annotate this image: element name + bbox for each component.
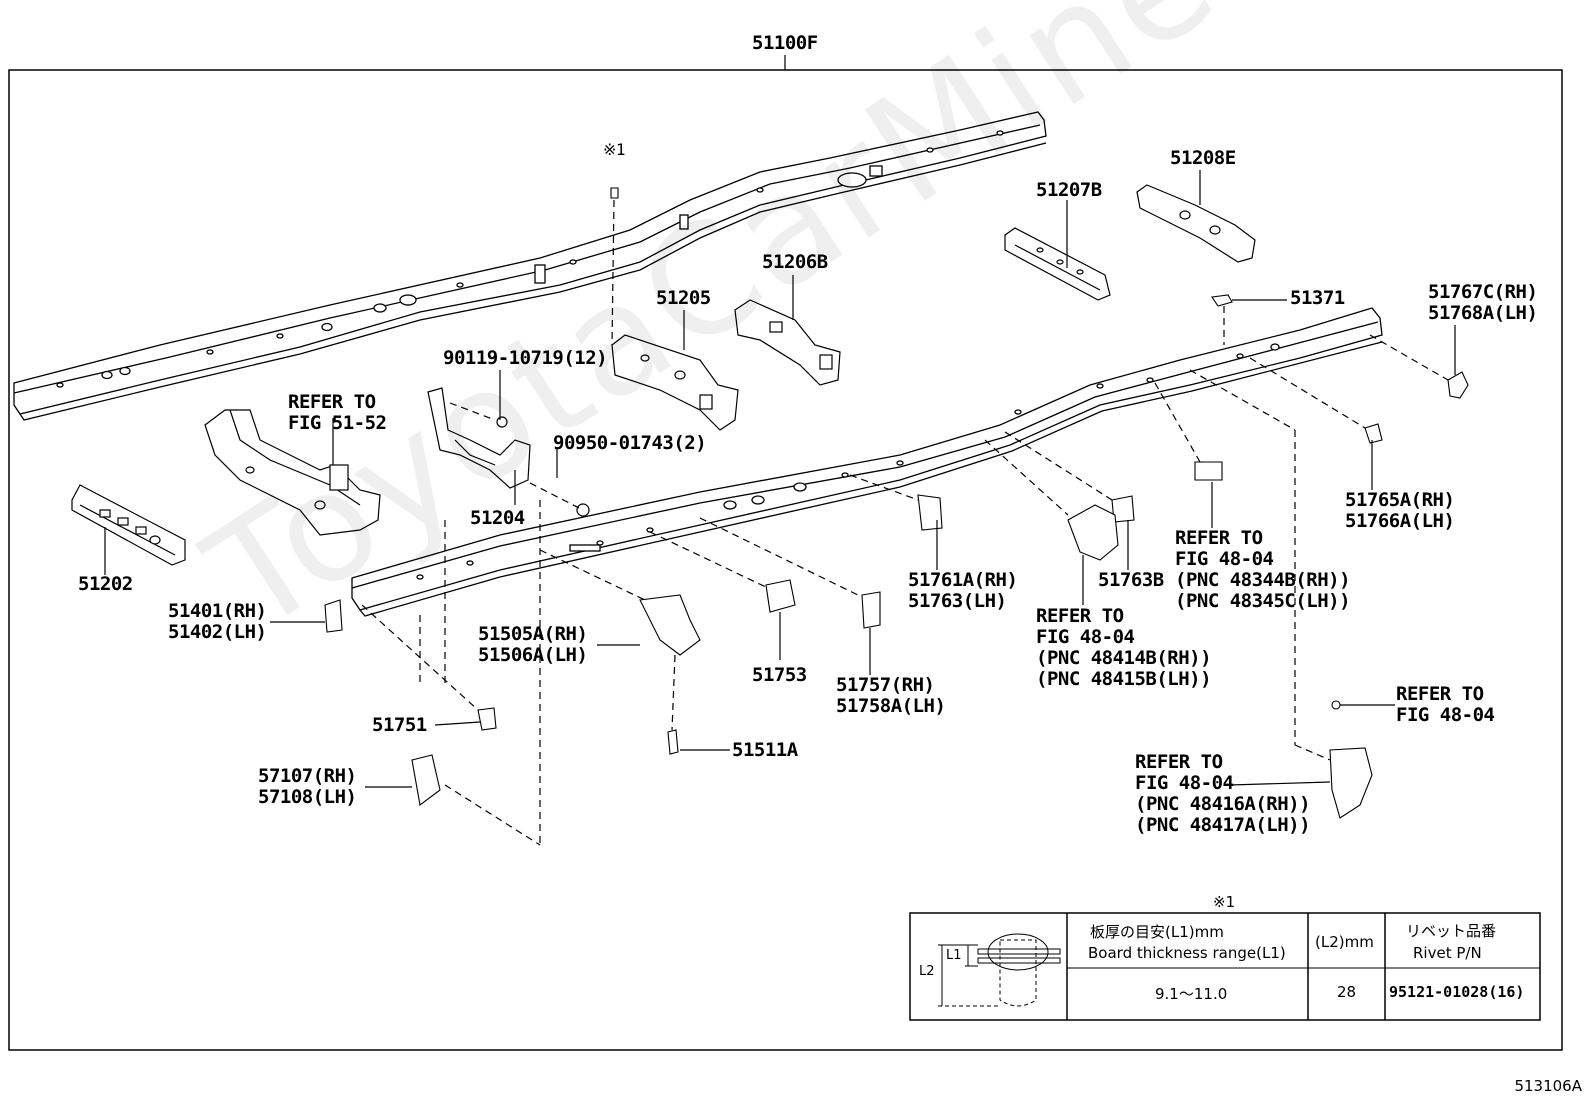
label-51371: 51371 bbox=[1290, 287, 1345, 309]
table-col1-jp: 板厚の目安(L1)mm bbox=[1090, 923, 1224, 941]
label-51753: 51753 bbox=[752, 664, 807, 686]
label-90950-01743: 90950-01743(2) bbox=[553, 432, 707, 454]
table-mark: ※1 bbox=[1213, 893, 1236, 911]
label-51204: 51204 bbox=[470, 507, 525, 529]
label-51751: 51751 bbox=[372, 714, 427, 736]
label-51207b: 51207B bbox=[1036, 179, 1102, 201]
table-rivet-pn: 95121-01028(16) bbox=[1389, 983, 1525, 1001]
crossmember-51206b bbox=[734, 299, 841, 386]
table-dim-l1: L1 bbox=[946, 948, 962, 963]
label-51205: 51205 bbox=[656, 287, 711, 309]
subframe-assembly bbox=[204, 409, 381, 536]
dashed-leaders bbox=[361, 199, 1449, 846]
table-l2-value: 28 bbox=[1337, 983, 1357, 1001]
bracket-51204 bbox=[427, 387, 590, 517]
label-51208e: 51208E bbox=[1170, 147, 1236, 169]
label-51757-51758a: 51757(RH)51758A(LH) bbox=[836, 674, 946, 717]
crossmember-51207b bbox=[1004, 227, 1111, 301]
label-51511a: 51511A bbox=[732, 739, 798, 761]
crossmember-51208e bbox=[1136, 184, 1256, 263]
note-mark: ※1 bbox=[603, 140, 626, 159]
figure-id: 513106A bbox=[1514, 1077, 1582, 1095]
label-51202: 51202 bbox=[78, 573, 133, 595]
table-dim-l2: L2 bbox=[919, 964, 935, 979]
table-col3-en: Rivet P/N bbox=[1413, 944, 1482, 962]
label-51767c-51768a: 51767C(RH)51768A(LH) bbox=[1428, 281, 1538, 324]
solid-leaders bbox=[104, 170, 1456, 788]
table-col1-en: Board thickness range(L1) bbox=[1088, 944, 1286, 962]
frame-rail-lower bbox=[351, 307, 1383, 617]
label-51763b: 51763B bbox=[1098, 569, 1164, 591]
table-thickness-value: 9.1〜11.0 bbox=[1155, 985, 1228, 1003]
rivet-table bbox=[909, 912, 1541, 1021]
table-col3-jp: リベット品番 bbox=[1406, 922, 1497, 940]
label-57107-57108: 57107(RH)57108(LH) bbox=[258, 765, 357, 808]
label-51206b: 51206B bbox=[762, 251, 828, 273]
crossmember-51205 bbox=[611, 334, 739, 431]
small-brackets bbox=[324, 187, 1469, 819]
label-90119-10719: 90119-10719(12) bbox=[443, 347, 608, 369]
frame-rail-upper bbox=[13, 111, 1047, 421]
label-51765a-51766a: 51765A(RH)51766A(LH) bbox=[1345, 489, 1455, 532]
label-51761a-51763: 51761A(RH)51763(LH) bbox=[908, 569, 1018, 612]
table-col2: (L2)mm bbox=[1315, 933, 1374, 951]
crossmember-51202 bbox=[71, 484, 186, 566]
title-label-51100f: 51100F bbox=[752, 32, 818, 54]
label-51505a-51506a: 51505A(RH)51506A(LH) bbox=[478, 623, 588, 666]
label-51401-51402: 51401(RH)51402(LH) bbox=[168, 600, 267, 643]
